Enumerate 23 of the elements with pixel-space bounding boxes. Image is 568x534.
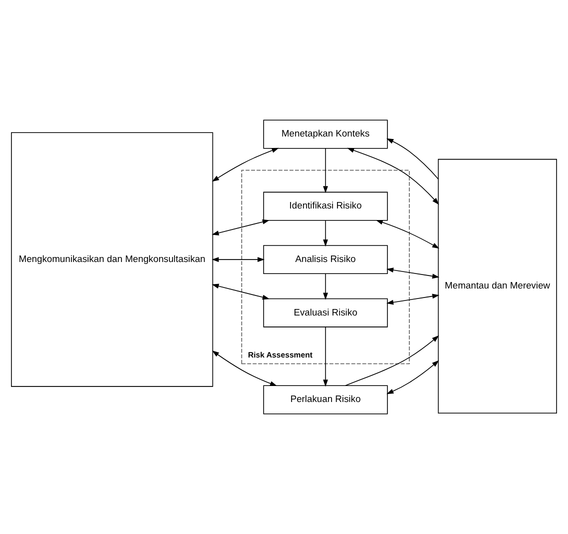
node-box: Menetapkan Konteks xyxy=(263,120,388,149)
arrow xyxy=(212,257,265,262)
node-box: Analisis Risiko xyxy=(263,245,388,274)
arrow xyxy=(212,350,278,386)
arrow xyxy=(386,138,439,180)
arrow xyxy=(376,220,440,249)
arrow xyxy=(212,219,270,236)
arrow xyxy=(386,268,440,279)
arrow xyxy=(323,148,328,194)
arrow xyxy=(212,284,270,300)
arrow xyxy=(323,326,328,387)
arrow xyxy=(323,274,328,300)
node-box: Evaluasi Risiko xyxy=(263,298,388,328)
arrow xyxy=(386,360,439,394)
arrow xyxy=(386,294,440,305)
arrow xyxy=(212,148,279,182)
node-box: Memantau dan Mereview xyxy=(438,158,557,414)
arrow xyxy=(345,335,440,386)
node-box: Perlakuan Risiko xyxy=(263,385,388,414)
arrow xyxy=(323,220,328,247)
node-box: Identifikasi Risiko xyxy=(263,192,388,221)
node-box: Mengkomunikasikan dan Mengkonsultasikan xyxy=(11,132,214,387)
arrow xyxy=(347,148,440,205)
